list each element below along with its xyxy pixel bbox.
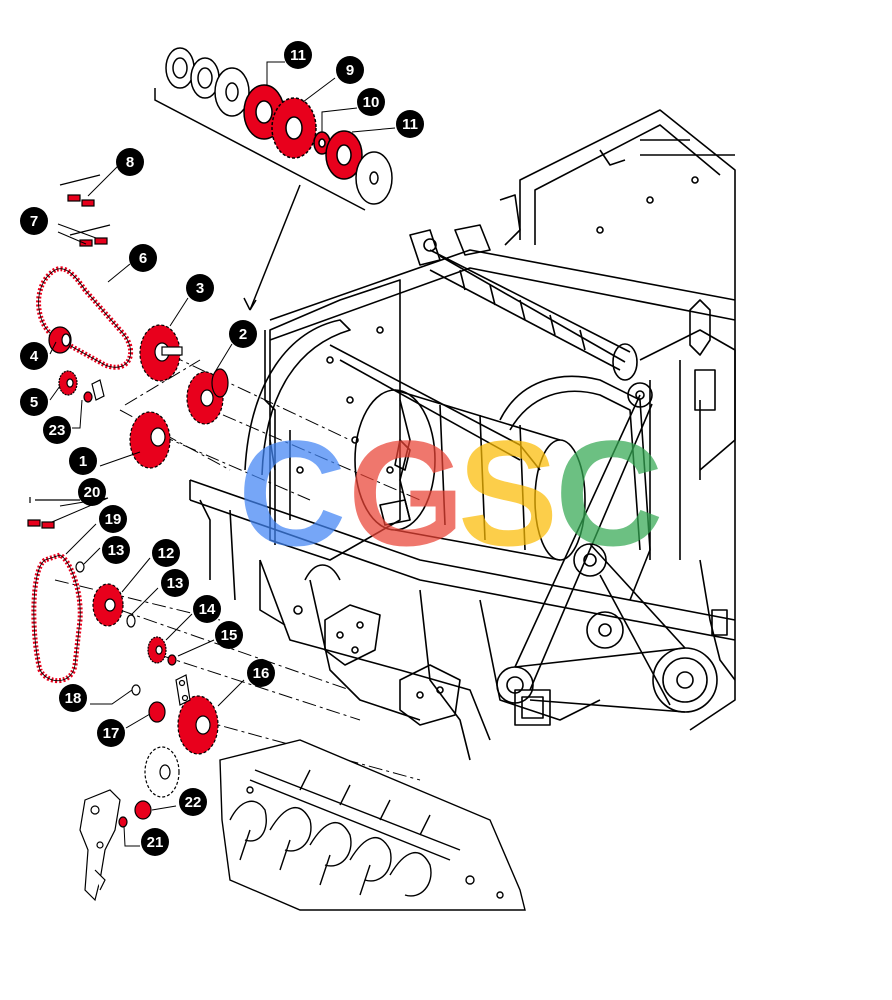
callout-number: 9 (346, 62, 354, 79)
callout-number: 10 (363, 94, 380, 111)
callout-bubble (69, 447, 97, 475)
callout-number: 6 (139, 250, 147, 267)
callout-bubble (179, 788, 207, 816)
baler-frame (189, 109, 736, 761)
callout-number: 21 (147, 834, 164, 851)
callout-c21: 21 (141, 828, 169, 856)
callout-c22: 22 (179, 788, 207, 816)
callout-c5: 5 (20, 388, 48, 416)
callout-bubble (247, 659, 275, 687)
callout-bubble (193, 595, 221, 623)
callout-number: 15 (221, 627, 238, 644)
callout-number: 20 (84, 484, 101, 501)
callout-c7: 7 (20, 207, 48, 235)
callout-bubble (102, 536, 130, 564)
callout-c20: 20 (78, 478, 106, 506)
callout-bubble (186, 274, 214, 302)
callout-c9: 9 (336, 56, 364, 84)
callout-bubble (20, 207, 48, 235)
callout-c8: 8 (116, 148, 144, 176)
callout-c13a: 13 (102, 536, 130, 564)
rotor-assembly (219, 739, 526, 911)
assembly-lines (54, 354, 421, 781)
callout-number: 17 (103, 725, 120, 742)
watermark-letter: G (348, 409, 465, 577)
callout-number: 3 (196, 280, 204, 297)
callout-c13b: 13 (161, 569, 189, 597)
callout-number: 11 (402, 116, 418, 133)
callout-c6: 6 (129, 244, 157, 272)
callout-bubble (284, 41, 312, 69)
callout-c14: 14 (193, 595, 221, 623)
callout-bubble (43, 416, 71, 444)
callout-c3: 3 (186, 274, 214, 302)
callout-number: 11 (290, 47, 306, 64)
callout-c10: 10 (357, 88, 385, 116)
callout-c18: 18 (59, 684, 87, 712)
callout-bubble (78, 478, 106, 506)
callout-c11a: 11 (284, 41, 312, 69)
watermark-letter: S (458, 409, 558, 577)
callout-bubble (116, 148, 144, 176)
watermark-letter: C (555, 409, 663, 577)
watermark-letter: C (238, 409, 346, 577)
callout-bubble (161, 569, 189, 597)
callout-number: 16 (253, 665, 270, 682)
callout-c17: 17 (97, 719, 125, 747)
callout-bubble (215, 621, 243, 649)
chain-6 (36, 266, 134, 370)
callout-number: 19 (105, 511, 122, 528)
upper-hub-exploded (165, 47, 393, 205)
callout-c12: 12 (152, 539, 180, 567)
callout-c4: 4 (20, 342, 48, 370)
callout-c19: 19 (99, 505, 127, 533)
callout-number: 13 (167, 575, 184, 592)
callout-c16: 16 (247, 659, 275, 687)
callout-bubble (229, 320, 257, 348)
chain-19 (31, 552, 83, 684)
callout-bubble (357, 88, 385, 116)
callout-bubble (97, 719, 125, 747)
callout-c23: 23 (43, 416, 71, 444)
callout-number: 5 (30, 394, 38, 411)
callout-number: 7 (30, 213, 38, 230)
callout-bubble (152, 539, 180, 567)
callout-number: 12 (158, 545, 175, 562)
callout-bubble (20, 388, 48, 416)
callout-number: 8 (126, 154, 134, 171)
callout-number: 1 (79, 453, 87, 470)
callout-c15: 15 (215, 621, 243, 649)
callout-c2: 2 (229, 320, 257, 348)
watermark: C G S C (238, 409, 663, 577)
callout-number: 22 (185, 794, 202, 811)
callout-number: 23 (49, 422, 66, 439)
callout-number: 4 (30, 348, 39, 365)
callout-bubble (129, 244, 157, 272)
callout-number: 2 (239, 326, 247, 343)
callout-c1: 1 (69, 447, 97, 475)
callout-number: 14 (199, 601, 216, 618)
callout-number: 18 (65, 690, 82, 707)
callout-bubble (20, 342, 48, 370)
callout-bubble (141, 828, 169, 856)
callout-bubble (59, 684, 87, 712)
outline-parts (29, 174, 191, 902)
callout-bubble (396, 110, 424, 138)
callout-c11b: 11 (396, 110, 424, 138)
callout-number: 13 (108, 542, 125, 559)
callout-bubble (336, 56, 364, 84)
upper-hub-frame-lines (154, 88, 366, 311)
red-parts (27, 194, 229, 828)
callout-bubble (99, 505, 127, 533)
